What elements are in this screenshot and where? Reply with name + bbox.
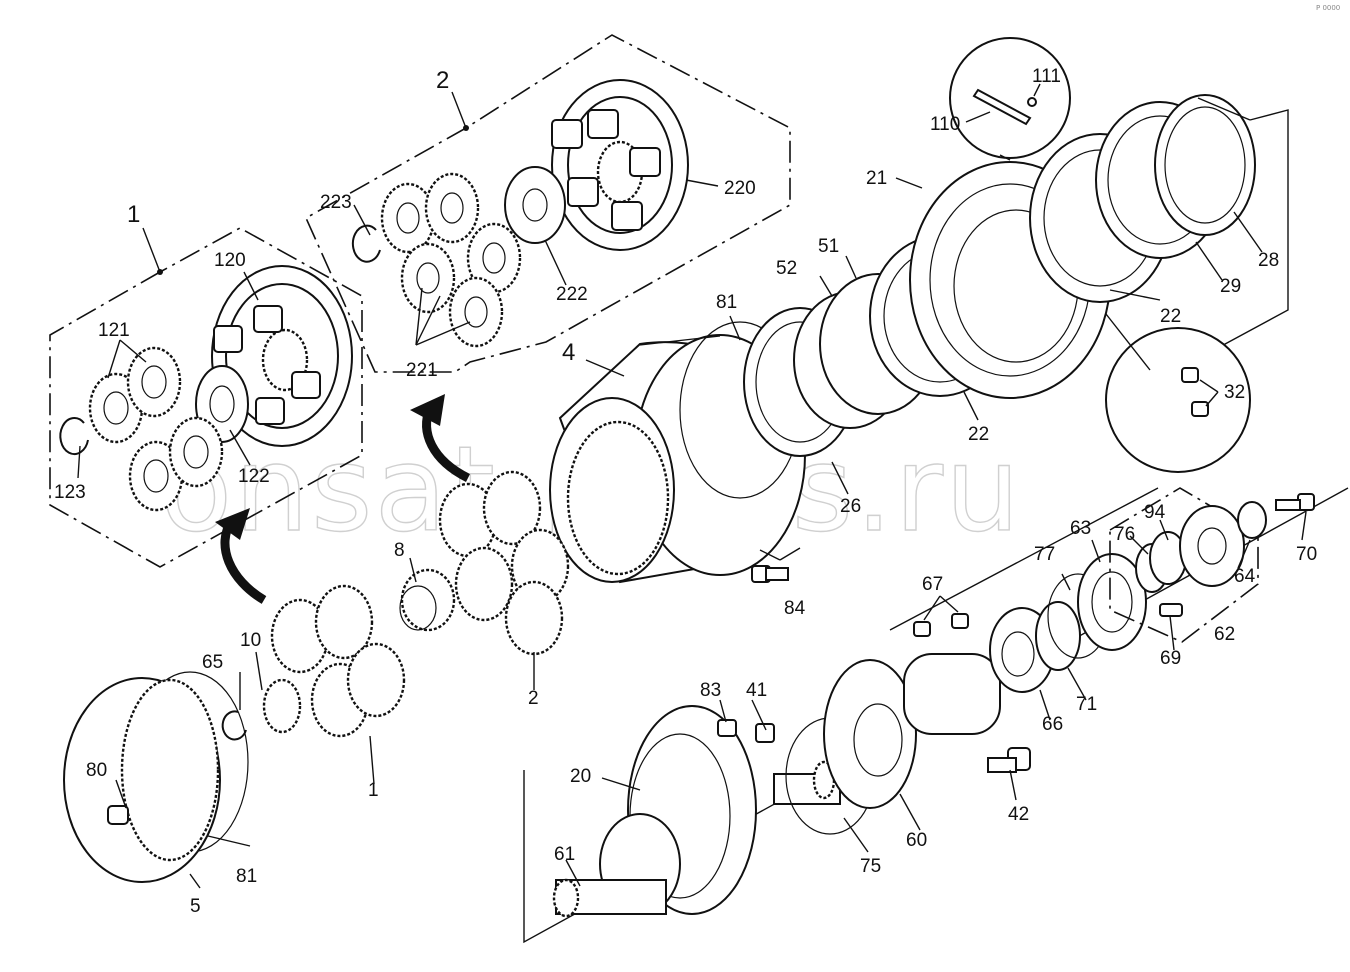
- label-75: 75: [860, 856, 881, 877]
- ring-28-part: [1154, 94, 1256, 236]
- label-111: 111: [1032, 66, 1061, 87]
- plug-83-part: [717, 719, 737, 737]
- sun-gear-10-part: [262, 678, 302, 734]
- housing-4-part: [549, 334, 806, 584]
- label-32: 32: [1224, 382, 1245, 403]
- inset-32: [1105, 313, 1251, 473]
- plug-41-part: [755, 723, 775, 743]
- inset-110-111: [949, 37, 1071, 161]
- planet-gears-121-part: [88, 346, 224, 512]
- label-64: 64: [1234, 566, 1256, 587]
- plug-64-part: [1237, 501, 1267, 539]
- arrow-up-right: [410, 394, 471, 483]
- label-63: 63: [1070, 518, 1091, 539]
- callout-labels: 1 2 120 121 122 123 223 220 222 221 110 …: [54, 66, 1317, 917]
- label-220: 220: [724, 178, 756, 199]
- planet-gears-221-part: [380, 172, 522, 348]
- bolt-84-part: [751, 547, 801, 583]
- circlip-65-part: [221, 710, 247, 741]
- label-67: 67: [922, 574, 943, 595]
- group-2-hexagon: [304, 34, 791, 373]
- carrier-220-part: [551, 79, 689, 251]
- label-60: 60: [906, 830, 927, 851]
- label-110: 110: [930, 114, 960, 135]
- circlip-123-part: [59, 417, 89, 456]
- label-41: 41: [746, 680, 767, 701]
- label-69: 69: [1160, 648, 1181, 669]
- label-26: 26: [840, 496, 861, 517]
- seal-63-part: [1077, 553, 1147, 651]
- label-52: 52: [776, 258, 797, 279]
- label-221: 221: [406, 360, 438, 381]
- group-1-hexagon: [49, 227, 363, 568]
- label-22-top: 22: [1160, 306, 1181, 327]
- corner-mark: P 0000: [1316, 4, 1340, 12]
- label-80: 80: [86, 760, 107, 781]
- label-222: 222: [556, 284, 588, 305]
- label-70: 70: [1296, 544, 1317, 565]
- label-2: 2: [528, 688, 539, 709]
- label-71: 71: [1076, 694, 1097, 715]
- label-84: 84: [784, 598, 806, 619]
- sleeve-part: [903, 653, 1001, 735]
- plug-67b-part: [951, 613, 969, 629]
- label-94: 94: [1144, 502, 1166, 523]
- arrow-up-left: [215, 508, 267, 604]
- label-5: 5: [190, 896, 201, 917]
- label-29: 29: [1220, 276, 1241, 297]
- label-123: 123: [54, 482, 86, 503]
- label-42: 42: [1008, 804, 1029, 825]
- label-21: 21: [866, 168, 887, 189]
- planet-gears-2-part: [438, 470, 570, 656]
- label-22-mid: 22: [968, 424, 989, 445]
- circlip-223-part: [351, 224, 381, 263]
- bolt-42-part: [987, 747, 1031, 773]
- plug-67a-part: [913, 621, 931, 637]
- label-20: 20: [570, 766, 591, 787]
- label-65: 65: [202, 652, 223, 673]
- label-81-bottom: 81: [236, 866, 257, 887]
- label-223: 223: [320, 192, 352, 213]
- label-group-2: 2: [436, 67, 449, 94]
- label-83: 83: [700, 680, 721, 701]
- sun-gear-8-part: [399, 568, 456, 632]
- cover-62-part: [1109, 487, 1259, 643]
- label-122: 122: [238, 466, 270, 487]
- label-1: 1: [368, 780, 379, 801]
- planet-gears-1-part: [270, 584, 406, 738]
- label-76: 76: [1114, 524, 1135, 545]
- label-10: 10: [240, 630, 261, 651]
- label-28: 28: [1258, 250, 1279, 271]
- cover-5-part: [63, 671, 249, 883]
- ring-71-part: [1035, 601, 1081, 671]
- washer-222-part: [504, 166, 566, 244]
- shaft-61-part: [552, 813, 681, 918]
- label-group-1: 1: [127, 201, 140, 228]
- label-66: 66: [1042, 714, 1063, 735]
- label-4: 4: [562, 339, 575, 366]
- label-120: 120: [214, 250, 246, 271]
- label-81-top: 81: [716, 292, 737, 313]
- label-61: 61: [554, 844, 575, 865]
- bolt-70-part: [1275, 493, 1315, 511]
- label-8: 8: [394, 540, 405, 561]
- label-77: 77: [1034, 544, 1055, 565]
- label-121: 121: [98, 320, 130, 341]
- label-51: 51: [818, 236, 839, 257]
- flange-60-part: [823, 659, 917, 809]
- bolt-69-part: [1159, 603, 1183, 617]
- label-62: 62: [1214, 624, 1235, 645]
